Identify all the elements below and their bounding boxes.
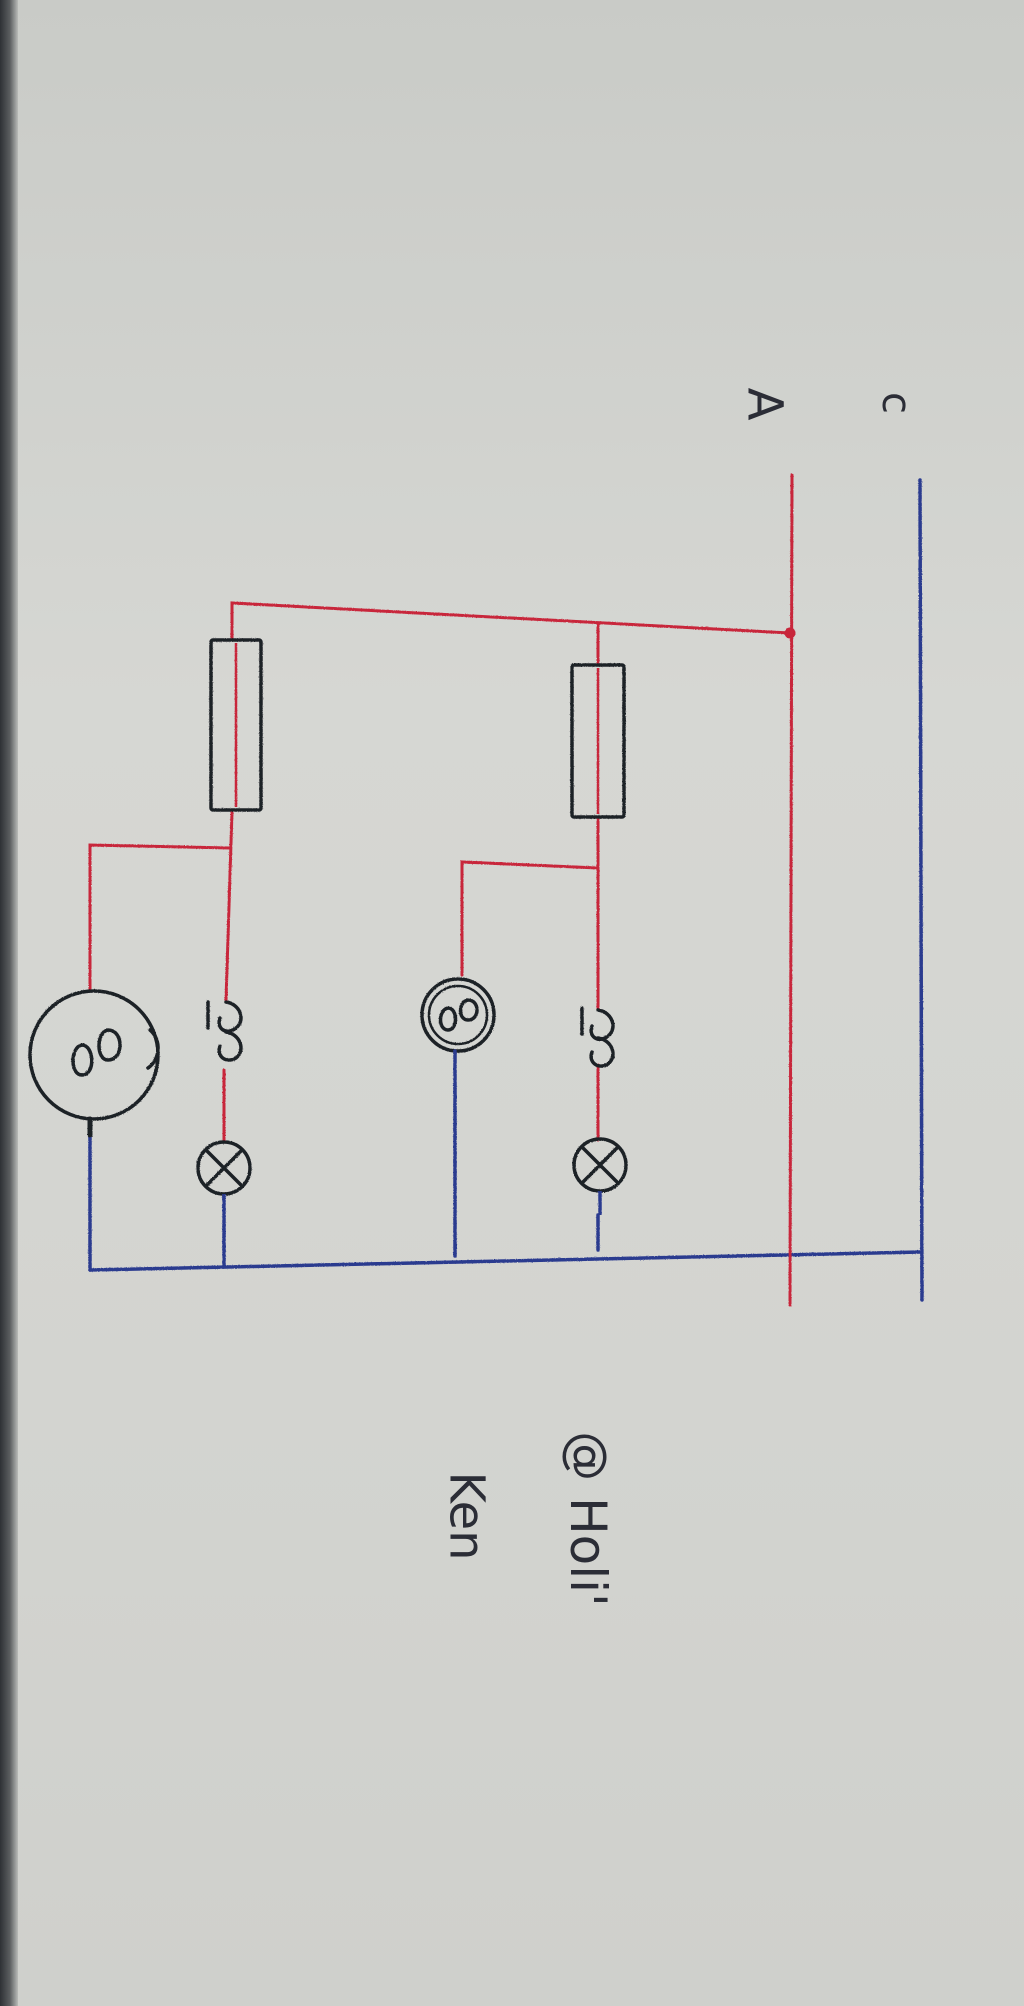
- live-junction: [784, 627, 796, 639]
- handwritten-note-line-1: @ Holi': [558, 1431, 617, 1607]
- switch-circuit-2-icon: [206, 1000, 243, 1062]
- lamp-circuit-1-icon: [572, 1137, 628, 1215]
- line-c-label: c: [873, 392, 919, 414]
- live-circuit-2-socket: [88, 843, 232, 992]
- fuse-circuit-2: [209, 638, 263, 812]
- switch-circuit-1-icon: [580, 1006, 615, 1068]
- socket-circuit-2-icon: [28, 989, 160, 1138]
- lamps: [196, 1137, 628, 1215]
- lamp-circuit-2-icon: [196, 1140, 252, 1200]
- live-circuit-2: [224, 810, 234, 1002]
- sockets: [28, 977, 496, 1138]
- socket-circuit-1-icon: [420, 977, 496, 1090]
- line-a-label: A: [736, 387, 793, 421]
- switches: [206, 1000, 615, 1068]
- page-edge-shadow: [0, 0, 18, 2006]
- live-circuit-1-socket: [460, 860, 600, 977]
- handwritten-note-line-2: Ken: [438, 1471, 495, 1561]
- neutral-return-line: [88, 1250, 922, 1272]
- fuse-circuit-1: [570, 663, 626, 819]
- live-busbar: [788, 473, 794, 1307]
- neutral-busbar: [918, 478, 924, 1302]
- neutral-wiring: [88, 478, 924, 1302]
- live-feed: [230, 601, 792, 642]
- fuses: [209, 638, 626, 819]
- live-wiring: [88, 473, 796, 1307]
